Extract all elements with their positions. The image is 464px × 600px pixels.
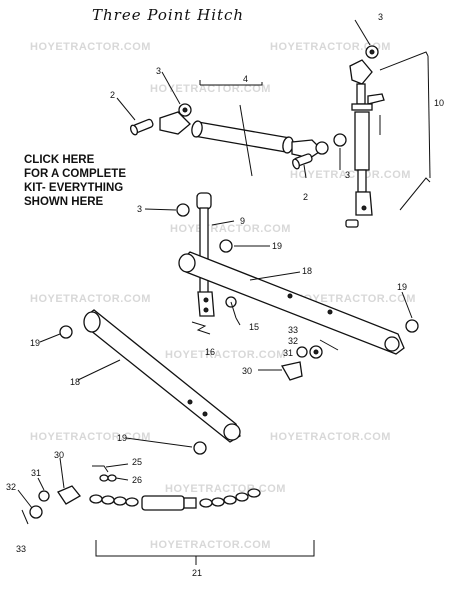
callout-19: 19 xyxy=(397,282,407,292)
top-link-tube-part-4 xyxy=(191,104,294,177)
watermark-layer: HOYETRACTOR.COM HOYETRACTOR.COM HOYETRAC… xyxy=(30,41,416,551)
callout-9: 9 xyxy=(240,216,245,226)
lift-link-upper-rod xyxy=(356,83,366,105)
watermark: HOYETRACTOR.COM xyxy=(170,223,291,235)
callout-16: 16 xyxy=(205,347,215,357)
cta-line: CLICK HERE xyxy=(24,154,95,166)
top-link-ring xyxy=(315,141,329,155)
callout-3: 3 xyxy=(137,204,142,214)
watermark: HOYETRACTOR.COM xyxy=(270,431,391,443)
lift-link-collar xyxy=(351,103,373,111)
cta-line: FOR A COMPLETE xyxy=(24,168,127,180)
lift-link-handle xyxy=(367,93,385,105)
callout-26: 26 xyxy=(132,475,142,485)
callout-19: 19 xyxy=(30,338,40,348)
right-lift-link-assembly xyxy=(333,45,431,228)
short-chain-part-26 xyxy=(99,474,117,482)
callout-31: 31 xyxy=(283,348,293,358)
callout-18: 18 xyxy=(70,377,80,387)
bolt-part-15 xyxy=(225,296,237,319)
complete-kit-link[interactable]: CLICK HERE FOR A COMPLETE KIT- EVERYTHIN… xyxy=(24,153,164,209)
watermark: HOYETRACTOR.COM xyxy=(30,41,151,53)
turnbuckle-nut xyxy=(183,497,197,509)
callout-25: 25 xyxy=(132,457,142,467)
cta-line: SHOWN HERE xyxy=(24,196,104,208)
callout-15: 15 xyxy=(249,322,259,332)
callout-21: 21 xyxy=(192,568,202,578)
cta-line: KIT- EVERYTHING xyxy=(24,182,124,194)
callout-19: 19 xyxy=(272,241,282,251)
callout-33: 33 xyxy=(16,544,26,554)
watermark: HOYETRACTOR.COM xyxy=(150,539,271,551)
callout-3: 3 xyxy=(345,170,350,180)
lift-link-lower-rod xyxy=(357,169,367,193)
diagram-title: Three Point Hitch xyxy=(92,6,245,24)
pin-part-2-left xyxy=(129,118,154,136)
callout-2: 2 xyxy=(110,90,115,100)
top-link-right-end xyxy=(291,139,324,159)
clip-part-19-bottom xyxy=(193,441,207,455)
clip-part-19-right xyxy=(405,319,419,333)
clip-part-3-top-left xyxy=(178,103,192,117)
watermark: HOYETRACTOR.COM xyxy=(30,431,151,443)
top-link-yoke xyxy=(159,111,191,135)
callout-2: 2 xyxy=(303,192,308,202)
lift-link-clevis xyxy=(355,191,373,216)
callout-33: 33 xyxy=(288,325,298,335)
watermark: HOYETRACTOR.COM xyxy=(270,41,391,53)
clip-part-19-left xyxy=(59,325,73,339)
washer-part-31-right xyxy=(296,346,308,358)
lower-link-right-part-18 xyxy=(178,251,419,355)
watermark: HOYETRACTOR.COM xyxy=(165,349,286,361)
spring-pin-part-16 xyxy=(191,321,211,335)
pin-part-33-right xyxy=(319,339,339,351)
part-callouts: 2 2 3 3 3 3 4 9 10 15 16 18 18 19 19 19 … xyxy=(6,12,444,578)
turnbuckle-body xyxy=(141,495,185,511)
clip-part-3-mid-right xyxy=(333,133,347,147)
callout-3: 3 xyxy=(156,66,161,76)
bracket-part-30-right xyxy=(280,361,303,381)
watermark: HOYETRACTOR.COM xyxy=(150,83,271,95)
watermark: HOYETRACTOR.COM xyxy=(165,483,286,495)
callout-18: 18 xyxy=(302,266,312,276)
top-link-assembly xyxy=(129,80,329,177)
watermark: HOYETRACTOR.COM xyxy=(290,169,411,181)
callout-19: 19 xyxy=(117,433,127,443)
callout-4: 4 xyxy=(243,74,248,84)
leader-lines xyxy=(17,19,413,509)
lift-link-pin xyxy=(345,219,359,228)
watermark: HOYETRACTOR.COM xyxy=(30,293,151,305)
pin-part-33-left xyxy=(21,509,29,525)
check-chain-bracket-right xyxy=(258,339,339,381)
lift-link-body xyxy=(354,111,370,171)
pin-part-2-right xyxy=(292,153,313,170)
callout-30: 30 xyxy=(54,450,64,460)
bracket-part-30-left xyxy=(57,485,81,505)
center-lift-rod-part-9 xyxy=(176,192,233,317)
clip-part-19-center xyxy=(219,239,233,253)
lift-link-top-eye xyxy=(349,59,373,85)
callout-3: 3 xyxy=(378,12,383,22)
washer-part-31-left xyxy=(38,490,50,502)
callout-10: 10 xyxy=(434,98,444,108)
callout-31: 31 xyxy=(31,468,41,478)
check-chain-assembly-part-21 xyxy=(21,465,315,565)
nut-part-32-left xyxy=(29,505,43,519)
chain-left xyxy=(89,494,139,507)
hook-part-25 xyxy=(92,465,109,473)
callout-30: 30 xyxy=(242,366,252,376)
chain-right xyxy=(199,488,261,508)
callout-32: 32 xyxy=(6,482,16,492)
clip-part-3-center xyxy=(176,203,190,217)
lower-link-left-part-18 xyxy=(59,309,241,455)
callout-32: 32 xyxy=(288,336,298,346)
watermark: HOYETRACTOR.COM xyxy=(295,293,416,305)
